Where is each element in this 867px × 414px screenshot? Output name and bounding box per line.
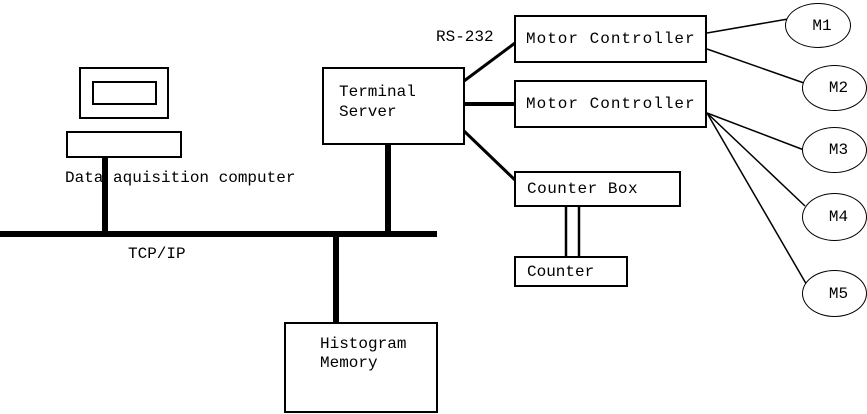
counter-label: Counter (527, 262, 595, 281)
link-mc2-m4 (706, 112, 806, 207)
computer-screen-icon (92, 81, 157, 105)
link-terminal-server-counter-box (462, 129, 517, 182)
node-motor-m4: M4 (802, 193, 867, 241)
counter-box-label: Counter Box (527, 180, 639, 198)
computer-keyboard-icon (66, 131, 182, 158)
link-mc2-m3 (706, 112, 805, 151)
node-motor-m1: M1 (785, 3, 851, 48)
node-motor-m5: M5 (802, 270, 867, 317)
motor-controller-2-label: Motor Controller (526, 95, 696, 113)
motor-m4-label: M4 (828, 208, 849, 226)
node-motor-m2: M2 (802, 65, 867, 111)
link-mc2-m5 (706, 112, 809, 288)
node-terminal-server: Terminal Server (322, 67, 465, 145)
rs232-label: RS-232 (436, 28, 494, 46)
link-mc1-m2 (706, 48, 805, 84)
node-motor-controller-1: Motor Controller (514, 15, 707, 63)
tcpip-bus-label: TCP/IP (128, 245, 186, 263)
motor-m2-label: M2 (828, 79, 849, 97)
terminal-server-label: Terminal Server (339, 83, 416, 121)
link-terminal-server-mc1 (463, 41, 516, 83)
node-histogram-memory: Histogram Memory (284, 322, 438, 413)
node-motor-controller-2: Motor Controller (514, 80, 707, 128)
motor-m3-label: M3 (828, 141, 849, 159)
computer-label: Data aquisition computer (65, 169, 296, 187)
motor-m1-label: M1 (812, 16, 832, 35)
link-mc1-m1 (706, 18, 789, 34)
node-counter: Counter (514, 256, 628, 287)
node-counter-box: Counter Box (514, 171, 681, 207)
motor-controller-1-label: Motor Controller (526, 30, 696, 48)
node-motor-m3: M3 (802, 127, 867, 173)
histogram-memory-label: Histogram Memory (320, 335, 407, 372)
motor-m5-label: M5 (828, 284, 849, 303)
